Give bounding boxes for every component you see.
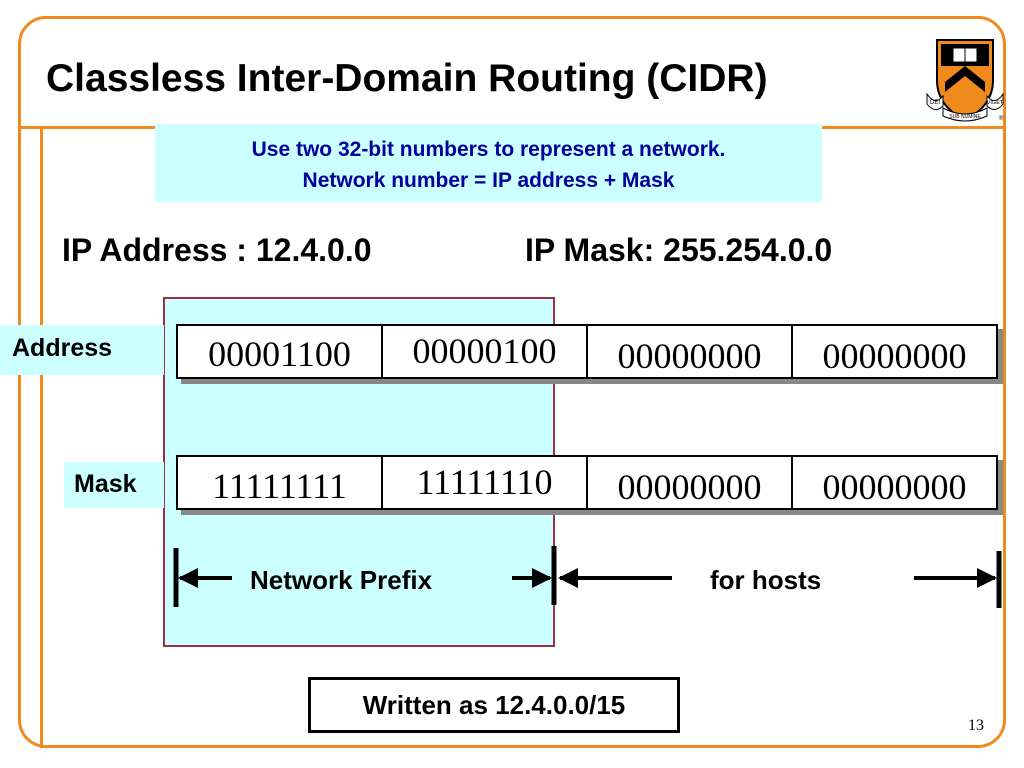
mask-octet-2: 11111110: [383, 457, 588, 508]
slide-frame: [18, 16, 1006, 748]
cidr-notation-box: Written as 12.4.0.0/15: [308, 677, 680, 733]
address-octet-3: 00000000: [588, 326, 793, 377]
for-hosts-label: for hosts: [710, 565, 822, 595]
mask-row-label: Mask: [64, 462, 164, 508]
left-margin-line: [40, 126, 43, 748]
logo-text-right: VIGET: [987, 100, 1004, 106]
logo-registered-mark: ®: [999, 115, 1004, 122]
princeton-shield-icon: DEI SUB NUMINE VIGET ®: [926, 39, 1004, 122]
network-prefix-label: Network Prefix: [250, 565, 433, 595]
ip-mask-text: IP Mask: 255.254.0.0: [525, 232, 833, 268]
note-line-2: Network number = IP address + Mask: [302, 169, 675, 192]
mask-octet-4: 00000000: [822, 467, 967, 507]
address-row-label: Address: [0, 325, 164, 375]
address-octet-1: 00001100: [178, 326, 383, 377]
address-octet-4: 00000000: [822, 336, 967, 376]
logo-text-left: DEI: [930, 100, 940, 106]
ip-address-text: IP Address : 12.4.0.0: [62, 232, 372, 268]
mask-octet-1: 11111111: [178, 457, 383, 508]
page-number: 13: [968, 717, 984, 734]
mask-octet-3: 00000000: [588, 457, 793, 508]
address-octet-2: 00000100: [383, 326, 588, 377]
note-line-1: Use two 32-bit numbers to represent a ne…: [251, 138, 726, 161]
address-octet-row: 00001100 00000100 00000000 00000000: [176, 324, 998, 379]
mask-octet-row: 11111111 11111110 00000000 00000000: [176, 455, 998, 510]
definition-note: Use two 32-bit numbers to represent a ne…: [155, 124, 822, 202]
logo-text-mid: SUB NUMINE: [949, 114, 981, 120]
slide-title: Classless Inter-Domain Routing (CIDR): [46, 57, 768, 100]
